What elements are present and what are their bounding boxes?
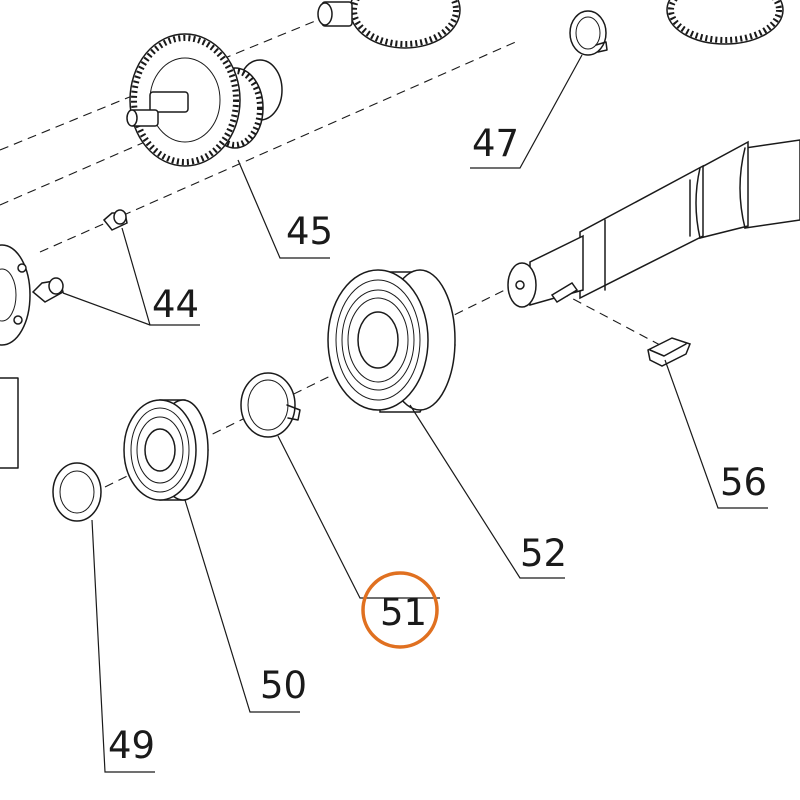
callout-56: 56: [720, 461, 767, 504]
washer-part-49: [52, 462, 102, 522]
left-housing-partial: [0, 244, 31, 469]
upper-gear-partial: [317, 0, 461, 49]
callout-44: 44: [152, 283, 199, 326]
snap-ring-part-47: [569, 10, 608, 56]
bearing-part-50: [123, 399, 209, 501]
top-right-gear-partial: [666, 0, 784, 45]
key-part-56: [647, 337, 691, 367]
callout-47: 47: [472, 122, 519, 165]
snap-ring-part-51: [240, 372, 301, 438]
callout-49: 49: [108, 724, 155, 767]
callout-52: 52: [520, 532, 567, 575]
screw-part-44-lower: [31, 277, 64, 303]
callout-50: 50: [260, 664, 307, 707]
callout-51: 51: [380, 591, 427, 634]
gear-part-45: [126, 33, 283, 167]
highlight-circle: [361, 571, 439, 649]
main-shaft: [507, 139, 800, 308]
leader-lines: [62, 54, 768, 773]
bearing-part-52: [327, 269, 456, 413]
screw-part-44-upper: [102, 209, 128, 231]
callout-45: 45: [286, 210, 333, 253]
